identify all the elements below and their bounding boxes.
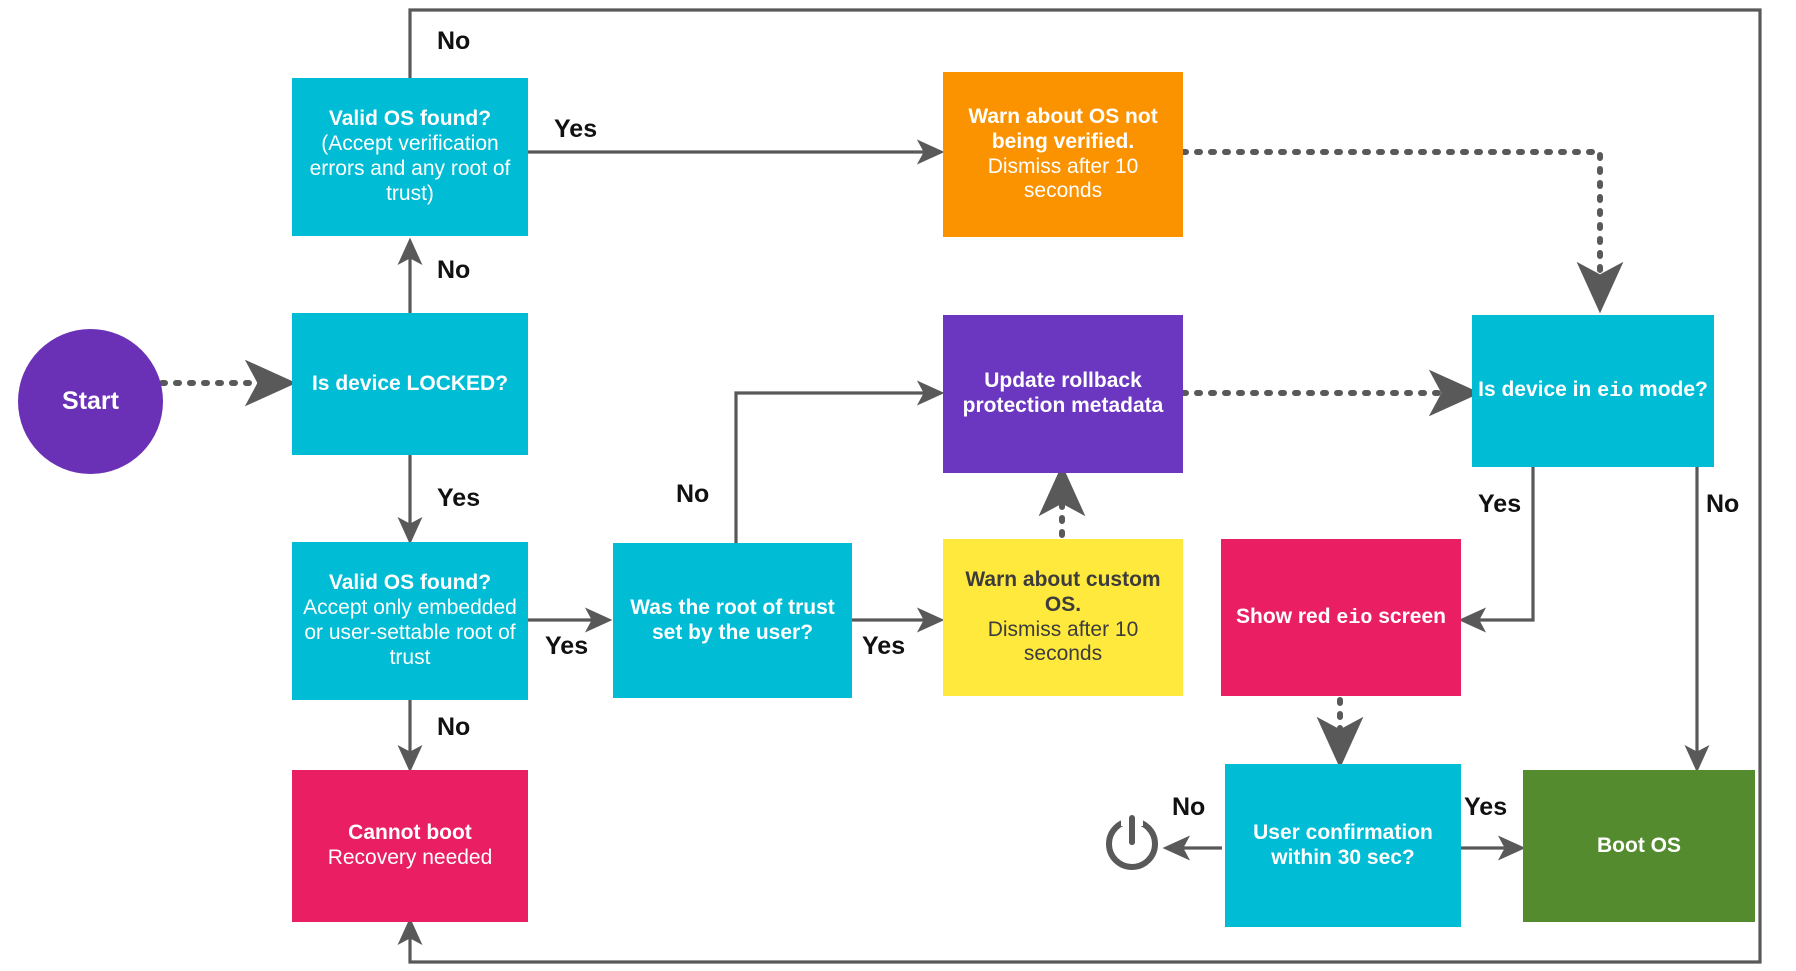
edge-label-no-eio-boot-os: No (1706, 490, 1740, 518)
node-is-device-in-eio-mode-title: Is device in eio mode? (1478, 378, 1708, 404)
node-was-root-of-trust-set-by-user-title: Was the root of trust set by the user? (630, 595, 835, 644)
edge-label-no-locked-up: No (437, 256, 471, 284)
node-is-device-locked[interactable]: Is device LOCKED? (292, 313, 528, 455)
node-valid-os-found-unlocked[interactable]: Valid OS found? (Accept verification err… (292, 78, 528, 236)
node-warn-about-os-not-verified-title: Warn about OS not being verified. (968, 104, 1158, 153)
node-update-rollback-protection-metadata-title: Update rollback protection metadata (962, 369, 1164, 417)
node-cannot-boot-title: Cannot boot (348, 821, 472, 845)
node-warn-about-custom-os-sub: Dismiss after 10 seconds (987, 617, 1139, 666)
edge-label-no-top-loop: No (437, 27, 471, 55)
node-show-red-eio-screen-title: Show red eio screen (1236, 604, 1446, 630)
edge-label-yes-user-conf-boot: Yes (1464, 793, 1508, 821)
node-warn-about-custom-os[interactable]: Warn about custom OS. Dismiss after 10 s… (943, 539, 1183, 696)
node-user-confirmation-within-30-sec-title: User confirmation within 30 sec? (1253, 820, 1433, 869)
node-start[interactable]: Start (18, 329, 163, 474)
node-user-confirmation-within-30-sec[interactable]: User confirmation within 30 sec? (1225, 764, 1461, 927)
edge-label-yes-root-to-warn: Yes (862, 632, 906, 660)
edge-label-yes-locked-down: Yes (437, 484, 481, 512)
node-valid-os-found-locked-title: Valid OS found? (328, 571, 492, 595)
node-warn-about-os-not-verified[interactable]: Warn about OS not being verified. Dismis… (943, 72, 1183, 237)
node-valid-os-found-locked[interactable]: Valid OS found? Accept only embedded or … (292, 542, 528, 700)
node-is-device-in-eio-mode[interactable]: Is device in eio mode? (1472, 315, 1714, 467)
eio-token: eio (1597, 380, 1634, 404)
node-cannot-boot[interactable]: Cannot boot Recovery needed (292, 770, 528, 922)
edge-label-no-root-to-rollback: No (676, 480, 710, 508)
node-warn-about-custom-os-title: Warn about custom OS. (965, 567, 1161, 616)
node-boot-os-title: Boot OS (1597, 833, 1681, 857)
node-warn-about-os-not-verified-sub: Dismiss after 10 seconds (987, 154, 1139, 203)
node-valid-os-found-unlocked-sub: (Accept verification errors and any root… (309, 132, 511, 205)
node-is-device-locked-title: Is device LOCKED? (311, 371, 509, 395)
power-icon (1099, 808, 1165, 874)
node-valid-os-found-locked-sub: Accept only embedded or user-settable ro… (303, 596, 517, 669)
edge-label-no-valid-locked-cannot-boot: No (437, 713, 471, 741)
edge-label-yes-valid-to-root: Yes (545, 632, 589, 660)
edge-warn-not-verified-to-is-device-eio (1180, 149, 1624, 314)
node-update-rollback-protection-metadata[interactable]: Update rollback protection metadata (943, 315, 1183, 473)
edge-root-of-trust-no-to-update-rollback (734, 380, 945, 545)
node-show-red-eio-screen[interactable]: Show red eio screen (1221, 539, 1461, 696)
edge-label-yes-unlocked-warn: Yes (554, 115, 598, 143)
eio-token: eio (1336, 606, 1373, 630)
node-start-title: Start (62, 386, 119, 415)
node-boot-os[interactable]: Boot OS (1523, 770, 1755, 922)
node-was-root-of-trust-set-by-user[interactable]: Was the root of trust set by the user? (613, 543, 852, 698)
node-cannot-boot-sub: Recovery needed (327, 846, 493, 869)
edge-label-yes-eio-show-red: Yes (1478, 490, 1522, 518)
node-valid-os-found-unlocked-title: Valid OS found? (328, 107, 492, 131)
edge-label-no-user-conf-power: No (1172, 793, 1206, 821)
